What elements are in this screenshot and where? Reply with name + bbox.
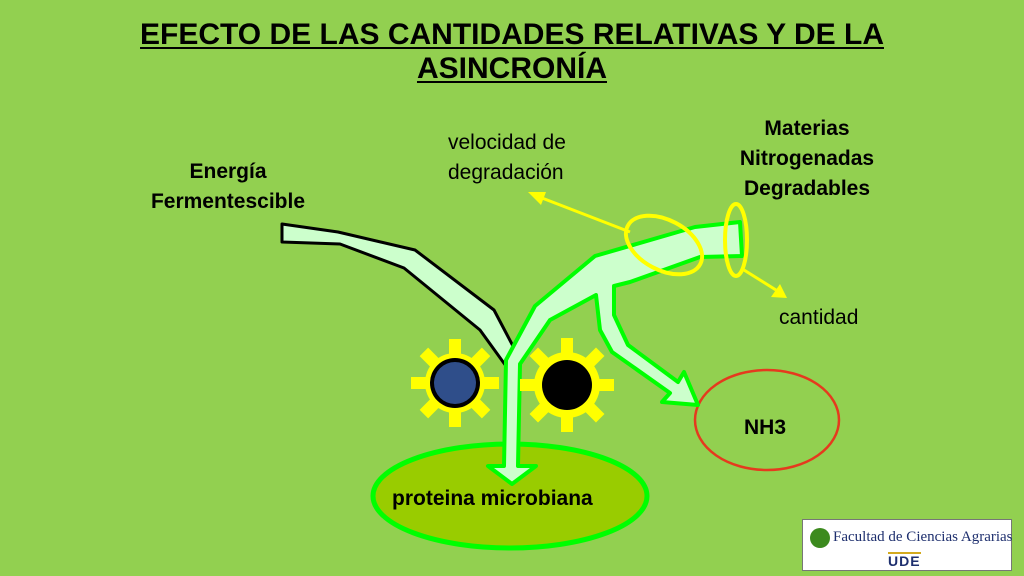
proteina-label: proteina microbiana — [392, 487, 593, 510]
cantidad-label: cantidad — [779, 306, 859, 329]
velocidad-label: velocidad de degradación — [448, 128, 628, 188]
cantidad-pointer — [743, 268, 777, 292]
materias-label: Materias Nitrogenadas Degradables — [700, 114, 914, 204]
cantidad-highlight — [723, 202, 749, 278]
materias-line-3: Degradables — [743, 177, 871, 200]
velocidad-highlight — [623, 213, 705, 277]
nh3-label: NH3 — [744, 416, 787, 439]
cantidad-pointer-head — [771, 284, 787, 298]
leaf-logo-icon — [810, 528, 830, 548]
logo-facultad-text: Facultad de Ciencias Agrarias — [833, 529, 1013, 545]
nh3-ellipse — [693, 368, 841, 472]
materias-line-2: Nitrogenadas — [739, 147, 875, 170]
energia-line-1: Energía — [189, 160, 267, 183]
velocidad-pointer-head — [528, 192, 546, 205]
slide-title: EFECTO DE LAS CANTIDADES RELATIVAS Y DE … — [60, 18, 964, 86]
velocidad-line-1: velocidad de — [448, 131, 566, 154]
title-line-1: EFECTO DE LAS CANTIDADES RELATIVAS Y DE … — [140, 18, 884, 51]
energia-label: Energía Fermentescible — [118, 157, 338, 217]
gear-microbe-blue-icon — [411, 339, 499, 427]
facultad-logo: Facultad de Ciencias Agrarias UDE — [802, 519, 1013, 571]
logo-ude-text: UDE — [888, 552, 921, 569]
velocidad-pointer — [541, 196, 631, 234]
nitrogen-arrow — [486, 220, 744, 486]
gear-microbe-black-icon — [520, 338, 614, 432]
velocidad-line-2: degradación — [448, 161, 564, 184]
energia-line-2: Fermentescible — [150, 190, 306, 213]
materias-line-1: Materias — [764, 117, 850, 140]
title-line-2: ASINCRONÍA — [416, 52, 607, 85]
energia-arrow — [280, 222, 516, 368]
